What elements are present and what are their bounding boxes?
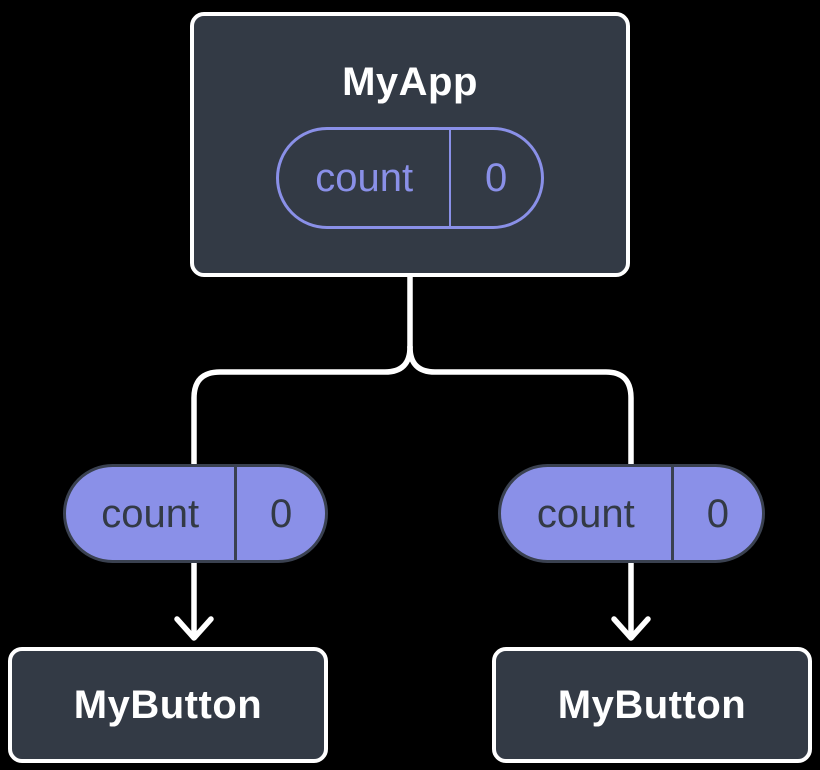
- root-state-pill: count 0: [276, 127, 544, 229]
- mybutton-node-right: MyButton: [492, 647, 812, 763]
- prop-pill-left: count 0: [63, 464, 328, 563]
- branch-left-line: [191, 344, 413, 467]
- prop-key-label: count: [101, 491, 200, 536]
- myapp-node-label: MyApp: [342, 60, 478, 104]
- prop-pill-value-cell: 0: [670, 467, 762, 560]
- mybutton-node-label: MyButton: [557, 682, 747, 727]
- branch-right-line: [407, 344, 634, 467]
- prop-value-label: 0: [270, 491, 293, 536]
- arrow-left-head-icon: [174, 616, 214, 641]
- state-pill-value-cell: 0: [449, 130, 541, 226]
- state-pill-key-cell: count: [279, 130, 449, 226]
- prop-value-label: 0: [706, 491, 729, 536]
- prop-pill-value-cell: 0: [234, 467, 325, 560]
- myapp-node: MyApp count 0: [190, 12, 630, 277]
- prop-key-label: count: [536, 491, 635, 536]
- prop-pill-key-cell: count: [66, 467, 234, 560]
- state-value-label: 0: [485, 156, 508, 200]
- prop-pill-key-cell: count: [501, 467, 671, 560]
- prop-pill-right: count 0: [498, 464, 765, 563]
- mybutton-node-left: MyButton: [8, 647, 328, 763]
- state-key-label: count: [315, 156, 414, 200]
- mybutton-node-label: MyButton: [73, 682, 263, 727]
- arrow-right-head-icon: [611, 616, 651, 641]
